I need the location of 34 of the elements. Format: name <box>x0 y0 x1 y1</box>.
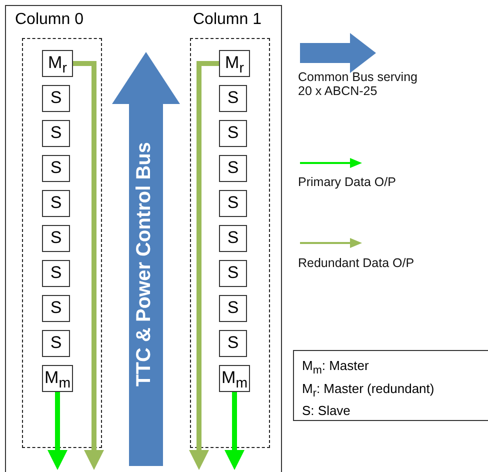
module-box: S <box>42 330 70 357</box>
module-box: S <box>219 120 247 147</box>
column-label: Column 0 <box>15 11 84 29</box>
definition-text: S: Slave <box>302 402 352 420</box>
definition-text: M$_{m}$: Master <box>302 357 370 379</box>
module-box: S <box>42 295 70 322</box>
module-box: S <box>219 85 247 112</box>
data-arrow <box>48 392 68 470</box>
module-box: S <box>42 155 70 182</box>
module-box: M$_{r}$ <box>42 50 73 77</box>
module-box: S <box>219 155 247 182</box>
module-box: S <box>219 260 247 287</box>
module-box: S <box>42 225 70 252</box>
module-box: S <box>42 85 70 112</box>
module-box: M$_{m}$ <box>42 365 73 392</box>
data-arrow <box>224 392 244 470</box>
module-box: S <box>219 225 247 252</box>
module-box: S <box>42 190 70 217</box>
module-box: S <box>219 190 247 217</box>
bus-label: TTC & Power Control Bus <box>133 142 156 386</box>
legend-text: Common Bus serving 20 x ABCN-25 <box>298 70 418 98</box>
column-label: Column 1 <box>193 11 262 29</box>
module-box: M$_{m}$ <box>219 365 250 392</box>
module-box: S <box>42 120 70 147</box>
definitions-box <box>293 350 488 421</box>
module-box: S <box>219 330 247 357</box>
data-arrow <box>189 61 219 470</box>
data-arrow <box>73 61 104 470</box>
module-box: M$_{r}$ <box>219 50 250 77</box>
module-box: S <box>42 260 70 287</box>
definition-text: M$_{r}$: Master (redundant) <box>302 380 436 402</box>
legend-text: Primary Data O/P <box>298 175 397 189</box>
legend-text: Redundant Data O/P <box>298 256 416 270</box>
module-box: S <box>219 295 247 322</box>
